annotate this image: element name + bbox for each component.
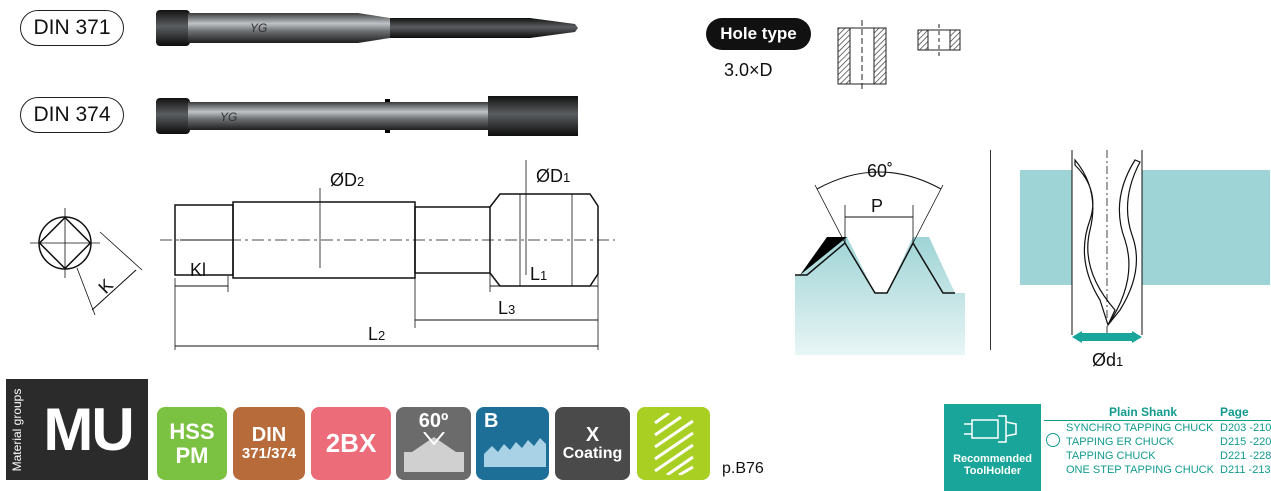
d2-label: ØD2 xyxy=(330,170,364,190)
thread-angle-label: 60˚ xyxy=(867,161,893,181)
badge-flute-type xyxy=(637,407,710,480)
badge-tolerance: 2BX xyxy=(311,407,391,480)
din374-label: DIN 374 xyxy=(20,97,124,133)
blind-hole-icon xyxy=(837,20,887,92)
pitch-label: P xyxy=(871,196,883,216)
din371-label: DIN 371 xyxy=(20,10,124,46)
page-reference[interactable]: p.B76 xyxy=(722,460,764,477)
divider xyxy=(990,150,991,350)
kl-label: Kl xyxy=(190,260,206,280)
din371-tap-image: YG xyxy=(156,10,578,46)
din374-tap-image: YG xyxy=(156,96,578,136)
d1-label: ØD1 xyxy=(536,166,570,186)
badge-chamfer: B xyxy=(476,407,549,480)
drill-diameter-label: Ød1 xyxy=(1092,350,1123,370)
toolholder-icon xyxy=(963,415,1017,443)
svg-text:YG: YG xyxy=(250,21,267,35)
spiral-flute-icon xyxy=(653,412,694,475)
hole-type-badge: Hole type xyxy=(706,18,811,50)
svg-text:YG: YG xyxy=(220,110,237,124)
hole-depth: 3.0×D xyxy=(724,60,773,80)
material-code: MU xyxy=(28,379,148,480)
chuck-icon xyxy=(1046,433,1060,447)
tap-images: YG YG xyxy=(156,10,578,136)
hole-type-icons xyxy=(837,20,961,92)
thread-angle-icon xyxy=(403,432,464,472)
badge-thread-angle: 60º xyxy=(396,407,471,480)
l1-label: L1 xyxy=(530,264,547,284)
chamfer-icon xyxy=(484,438,546,467)
k-label: K xyxy=(94,275,117,298)
recommended-toolholder-label: Recommended ToolHolder xyxy=(944,404,1041,491)
thread-profile-diagram: 60˚ P xyxy=(795,161,965,355)
l2-label: L2 xyxy=(368,324,385,344)
tap-dimension-drawing: K ØD2 ØD1 Kl L1 L3 L2 xyxy=(30,160,615,350)
material-groups-label: Material groups xyxy=(6,379,28,480)
table-header: Plain Shank Page xyxy=(1044,404,1271,421)
drill-hole-diagram: Ød1 xyxy=(1020,150,1270,370)
l3-label: L3 xyxy=(498,298,515,318)
through-hole-icon xyxy=(917,24,961,56)
square-end-view xyxy=(30,208,143,316)
